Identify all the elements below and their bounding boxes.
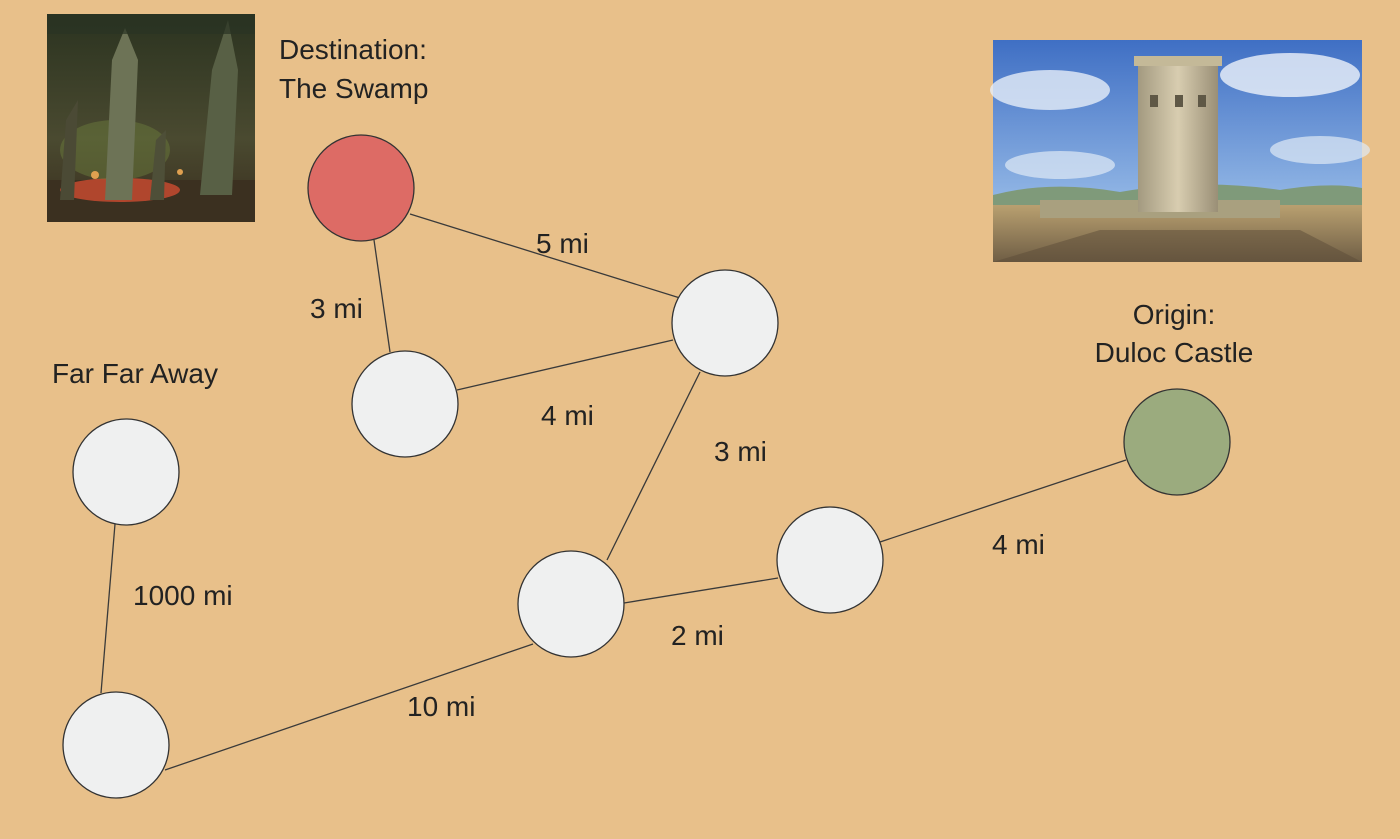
distance-swamp-left: 3 mi	[310, 293, 363, 324]
middle-node	[517, 550, 625, 658]
edge-farfaraway-bottom-left	[100, 523, 116, 694]
distance-swamp-hub: 5 mi	[536, 228, 589, 259]
edge-swamp-left	[373, 239, 391, 353]
edge-hub-middle	[606, 371, 701, 561]
distance-left-hub: 4 mi	[541, 400, 594, 431]
distance-middle-bottom-left: 10 mi	[407, 691, 475, 722]
origin-node	[1123, 388, 1231, 496]
bottom-left-node	[62, 691, 170, 799]
far-far-away-label: Far Far Away	[52, 358, 218, 389]
edge-middle-bottom-left	[164, 643, 534, 771]
place-labels: Destination: The Swamp Origin: Duloc Cas…	[52, 34, 1253, 389]
hub-node	[671, 269, 779, 377]
edge-origin-right	[879, 459, 1127, 543]
swamp-image	[47, 14, 255, 222]
distance-hub-middle: 3 mi	[714, 436, 767, 467]
destination-label-line2: The Swamp	[279, 73, 428, 104]
castle-image	[990, 40, 1370, 262]
far-far-away-node	[72, 418, 180, 526]
edge-swamp-hub	[409, 213, 681, 299]
distance-origin-right: 4 mi	[992, 529, 1045, 560]
distance-farfaraway-bottom-left: 1000 mi	[133, 580, 233, 611]
nodes	[62, 134, 1231, 799]
destination-node	[307, 134, 415, 242]
right-node	[776, 506, 884, 614]
destination-label-line1: Destination:	[279, 34, 427, 65]
origin-label-line2: Duloc Castle	[1095, 337, 1254, 368]
distance-middle-right: 2 mi	[671, 620, 724, 651]
distance-labels: 5 mi 3 mi 4 mi 3 mi 4 mi 2 mi 10 mi 1000…	[133, 228, 1045, 722]
edge-left-hub	[456, 339, 674, 391]
edges	[100, 213, 1127, 771]
left-node	[351, 350, 459, 458]
origin-label-line1: Origin:	[1133, 299, 1215, 330]
edge-middle-right	[623, 577, 779, 604]
